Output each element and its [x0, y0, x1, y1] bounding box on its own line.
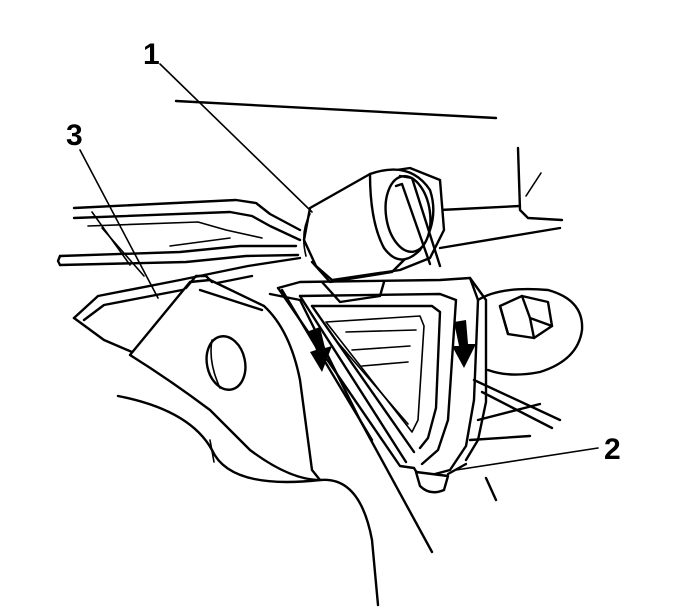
callout-label-1: 1 [143, 38, 160, 71]
arrow-down-icon [452, 320, 476, 368]
callout-label-2: 2 [604, 433, 621, 466]
background-panel [174, 99, 564, 250]
leader-line-3 [79, 149, 159, 299]
wire-harness [56, 198, 302, 277]
bracket [128, 274, 322, 482]
leader-line-1 [159, 63, 313, 213]
retaining-clip [268, 276, 562, 554]
arrow-down-icon [309, 327, 332, 372]
connector [302, 166, 446, 304]
leader-line-2 [455, 447, 599, 471]
bolt [476, 287, 584, 376]
callout-label-3: 3 [66, 119, 83, 152]
